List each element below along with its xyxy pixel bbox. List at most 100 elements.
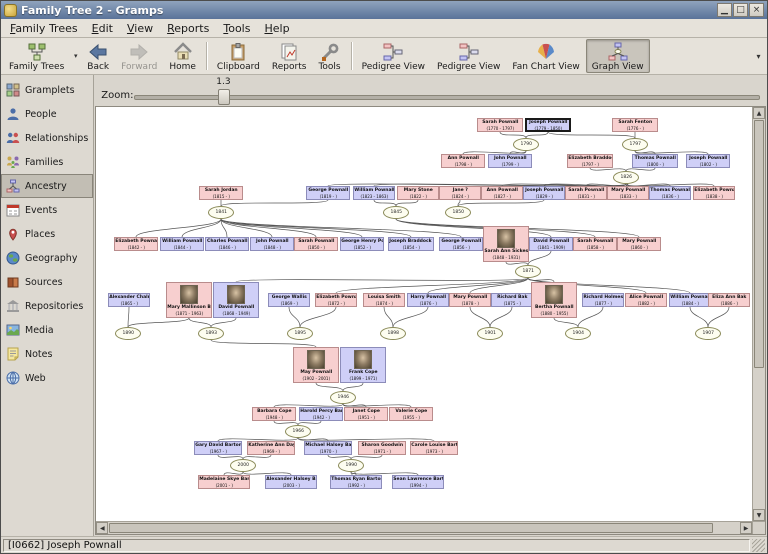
family-node[interactable]: 1990 [338, 459, 365, 472]
person-node[interactable]: Elizabeth Pownall(1838 - ) [693, 186, 736, 200]
person-node[interactable]: Harry Pownall(1876 - ) [407, 293, 450, 307]
person-node[interactable]: Ann Pownall(1798 - ) [441, 154, 486, 168]
person-node[interactable]: Sharon Goodwin(1971 - ) [358, 441, 407, 455]
person-node[interactable]: George Henry Pownall(1852 - ) [340, 237, 385, 251]
toolbar-family-trees-button[interactable]: Family Trees [3, 39, 70, 73]
family-node[interactable]: 1850 [445, 206, 472, 219]
person-node[interactable]: William Pownall(1823 - 1863) [353, 186, 396, 200]
sidebar-item-geography[interactable]: Geography [1, 246, 93, 270]
person-node[interactable]: Gary David Barton(1967 - ) [194, 441, 243, 455]
toolbar-family-trees-dropdown[interactable]: ▾ [74, 52, 78, 60]
menu-family-trees[interactable]: Family Trees [10, 21, 78, 35]
menu-edit[interactable]: Edit [91, 21, 113, 35]
person-node[interactable]: Sarah Ann Sickes(1848 - 1931) [483, 226, 530, 262]
toolbar-home-button[interactable]: Home [163, 39, 202, 73]
person-node[interactable]: Joseph Braddock Pownall(1854 - ) [388, 237, 435, 251]
person-node[interactable]: Thomas Ryan Barton(1992 - ) [330, 475, 383, 489]
menu-reports[interactable]: Reports [167, 21, 210, 35]
person-node[interactable]: Jane ?(1824 - ) [439, 186, 482, 200]
person-node[interactable]: May Pownall(1902 - 2001) [293, 347, 340, 383]
person-node[interactable]: Ann Pownall(1827 - ) [481, 186, 524, 200]
person-node[interactable]: Valerie Cope(1955 - ) [389, 407, 434, 421]
person-node[interactable]: Mary Mallinson Brown(1871 - 1963) [166, 282, 213, 318]
person-node[interactable]: Harold Percy Barton(1942 - ) [299, 407, 344, 421]
scroll-right-arrow-icon[interactable]: ▶ [740, 522, 752, 534]
menu-tools[interactable]: Tools [223, 21, 251, 35]
toolbar-tools-button[interactable]: Tools [312, 39, 346, 73]
person-node[interactable]: Katherine Ann Day(1969 - ) [247, 441, 296, 455]
person-node[interactable]: David Pownall(1868 - 1949) [213, 282, 260, 318]
family-node[interactable]: 1946 [330, 391, 357, 404]
person-node[interactable]: Carole Louise Barton(1973 - ) [410, 441, 459, 455]
person-node[interactable]: Sean Lawrence Barton(1994 - ) [392, 475, 445, 489]
toolbar-forward-button[interactable]: Forward [115, 39, 163, 73]
scroll-left-arrow-icon[interactable]: ◀ [96, 522, 109, 534]
toolbar-pedigree-view-button[interactable]: Pedigree View [356, 39, 431, 73]
person-node[interactable]: Alexander Halsey Barton(2003 - ) [265, 475, 318, 489]
zoom-slider-handle[interactable] [218, 89, 231, 105]
sidebar-item-media[interactable]: Media [1, 318, 93, 342]
toolbar-clipboard-button[interactable]: Clipboard [211, 39, 266, 73]
family-node[interactable]: 1841 [208, 206, 235, 219]
sidebar-item-people[interactable]: People [1, 102, 93, 126]
graph-canvas[interactable]: Sarah Pownall(1770 - 1797) Joseph Pownall… [96, 107, 752, 521]
person-node[interactable]: Joseph Pownall(1802 - ) [686, 154, 731, 168]
person-node[interactable]: William Pownall(1884 - ) [669, 293, 712, 307]
close-button[interactable]: × [749, 3, 764, 17]
person-node[interactable]: Sarah Pownall(1831 - ) [565, 186, 608, 200]
family-node[interactable]: 1966 [285, 425, 312, 438]
person-node[interactable]: Louisa Smith(1874 - ) [363, 293, 406, 307]
person-node[interactable]: David Pownall(1841 - 1909) [529, 237, 574, 251]
scroll-up-arrow-icon[interactable]: ▲ [753, 107, 765, 119]
resize-grip[interactable] [752, 538, 765, 552]
toolbar-graph-view-button[interactable]: Graph View [585, 39, 650, 73]
person-node[interactable]: Alice Pownall(1882 - ) [625, 293, 668, 307]
sidebar-item-ancestry[interactable]: Ancestry [1, 174, 94, 198]
person-node[interactable]: John Pownall(1799 - ) [488, 154, 533, 168]
family-node[interactable]: 1871 [515, 265, 542, 278]
toolbar-overflow-chevron-icon[interactable]: ▾ [756, 51, 761, 61]
family-node[interactable]: 1845 [383, 206, 410, 219]
sidebar-item-events[interactable]: Events [1, 198, 93, 222]
family-node[interactable]: 1898 [380, 327, 407, 340]
toolbar-fan-chart-view-button[interactable]: Fan Chart View [506, 39, 585, 73]
person-node[interactable]: Sarah Fenton(1776 - ) [612, 118, 659, 132]
person-node[interactable]: Mary Stone(1822 - ) [397, 186, 440, 200]
titlebar[interactable]: Family Tree 2 - Gramps ▁□× [1, 1, 767, 19]
person-node[interactable]: Thomas Pownall(1800 - ) [632, 154, 679, 168]
sidebar-item-notes[interactable]: Notes [1, 342, 93, 366]
person-node[interactable]: George Pownall(1819 - ) [306, 186, 351, 200]
sidebar-item-gramplets[interactable]: Gramplets [1, 78, 93, 102]
sidebar-item-repositories[interactable]: Repositories [1, 294, 93, 318]
horizontal-scroll-thumb[interactable] [109, 523, 713, 533]
person-node[interactable]: Janet Cope(1951 - ) [344, 407, 389, 421]
menu-view[interactable]: View [126, 21, 154, 35]
sidebar-item-relationships[interactable]: Relationships [1, 126, 93, 150]
person-node[interactable]: Sarah Pownall(1770 - 1797) [477, 118, 524, 132]
family-node[interactable]: 1895 [287, 327, 314, 340]
person-node[interactable]: William Pownall(1844 - ) [160, 237, 205, 251]
person-node[interactable]: Barbara Cope(1948 - ) [252, 407, 297, 421]
sidebar-item-sources[interactable]: Sources [1, 270, 93, 294]
person-node[interactable]: Mary Pownall(1878 - ) [449, 293, 492, 307]
scroll-down-arrow-icon[interactable]: ▼ [753, 509, 765, 521]
person-node[interactable]: Mary Pownall(1860 - ) [617, 237, 662, 251]
toolbar-pedigree-view-button[interactable]: Pedigree View [431, 39, 506, 73]
maximize-button[interactable]: □ [733, 3, 748, 17]
person-node[interactable]: George Wallis(1869 - ) [268, 293, 311, 307]
person-node[interactable]: Charles Pownall(1846 - ) [205, 237, 250, 251]
family-node[interactable]: 1904 [565, 327, 592, 340]
person-node[interactable]: Sarah Pownall(1850 - ) [294, 237, 339, 251]
family-node[interactable]: 1901 [477, 327, 504, 340]
person-node[interactable]: John Pownall(1848 - ) [250, 237, 295, 251]
family-node[interactable]: 1826 [613, 171, 640, 184]
zoom-slider-track[interactable] [134, 95, 760, 100]
menu-help[interactable]: Help [264, 21, 290, 35]
person-node[interactable]: George Pownall(1856 - ) [439, 237, 484, 251]
person-node[interactable]: Bertha Pownall(1880 - 1955) [531, 282, 578, 318]
toolbar-back-button[interactable]: Back [81, 39, 115, 73]
person-node[interactable]: Thomas Pownall(1836 - ) [649, 186, 692, 200]
horizontal-scrollbar[interactable]: ◀ ▶ [96, 521, 752, 534]
family-node[interactable]: 1797 [622, 138, 649, 151]
family-node[interactable]: 1893 [198, 327, 225, 340]
